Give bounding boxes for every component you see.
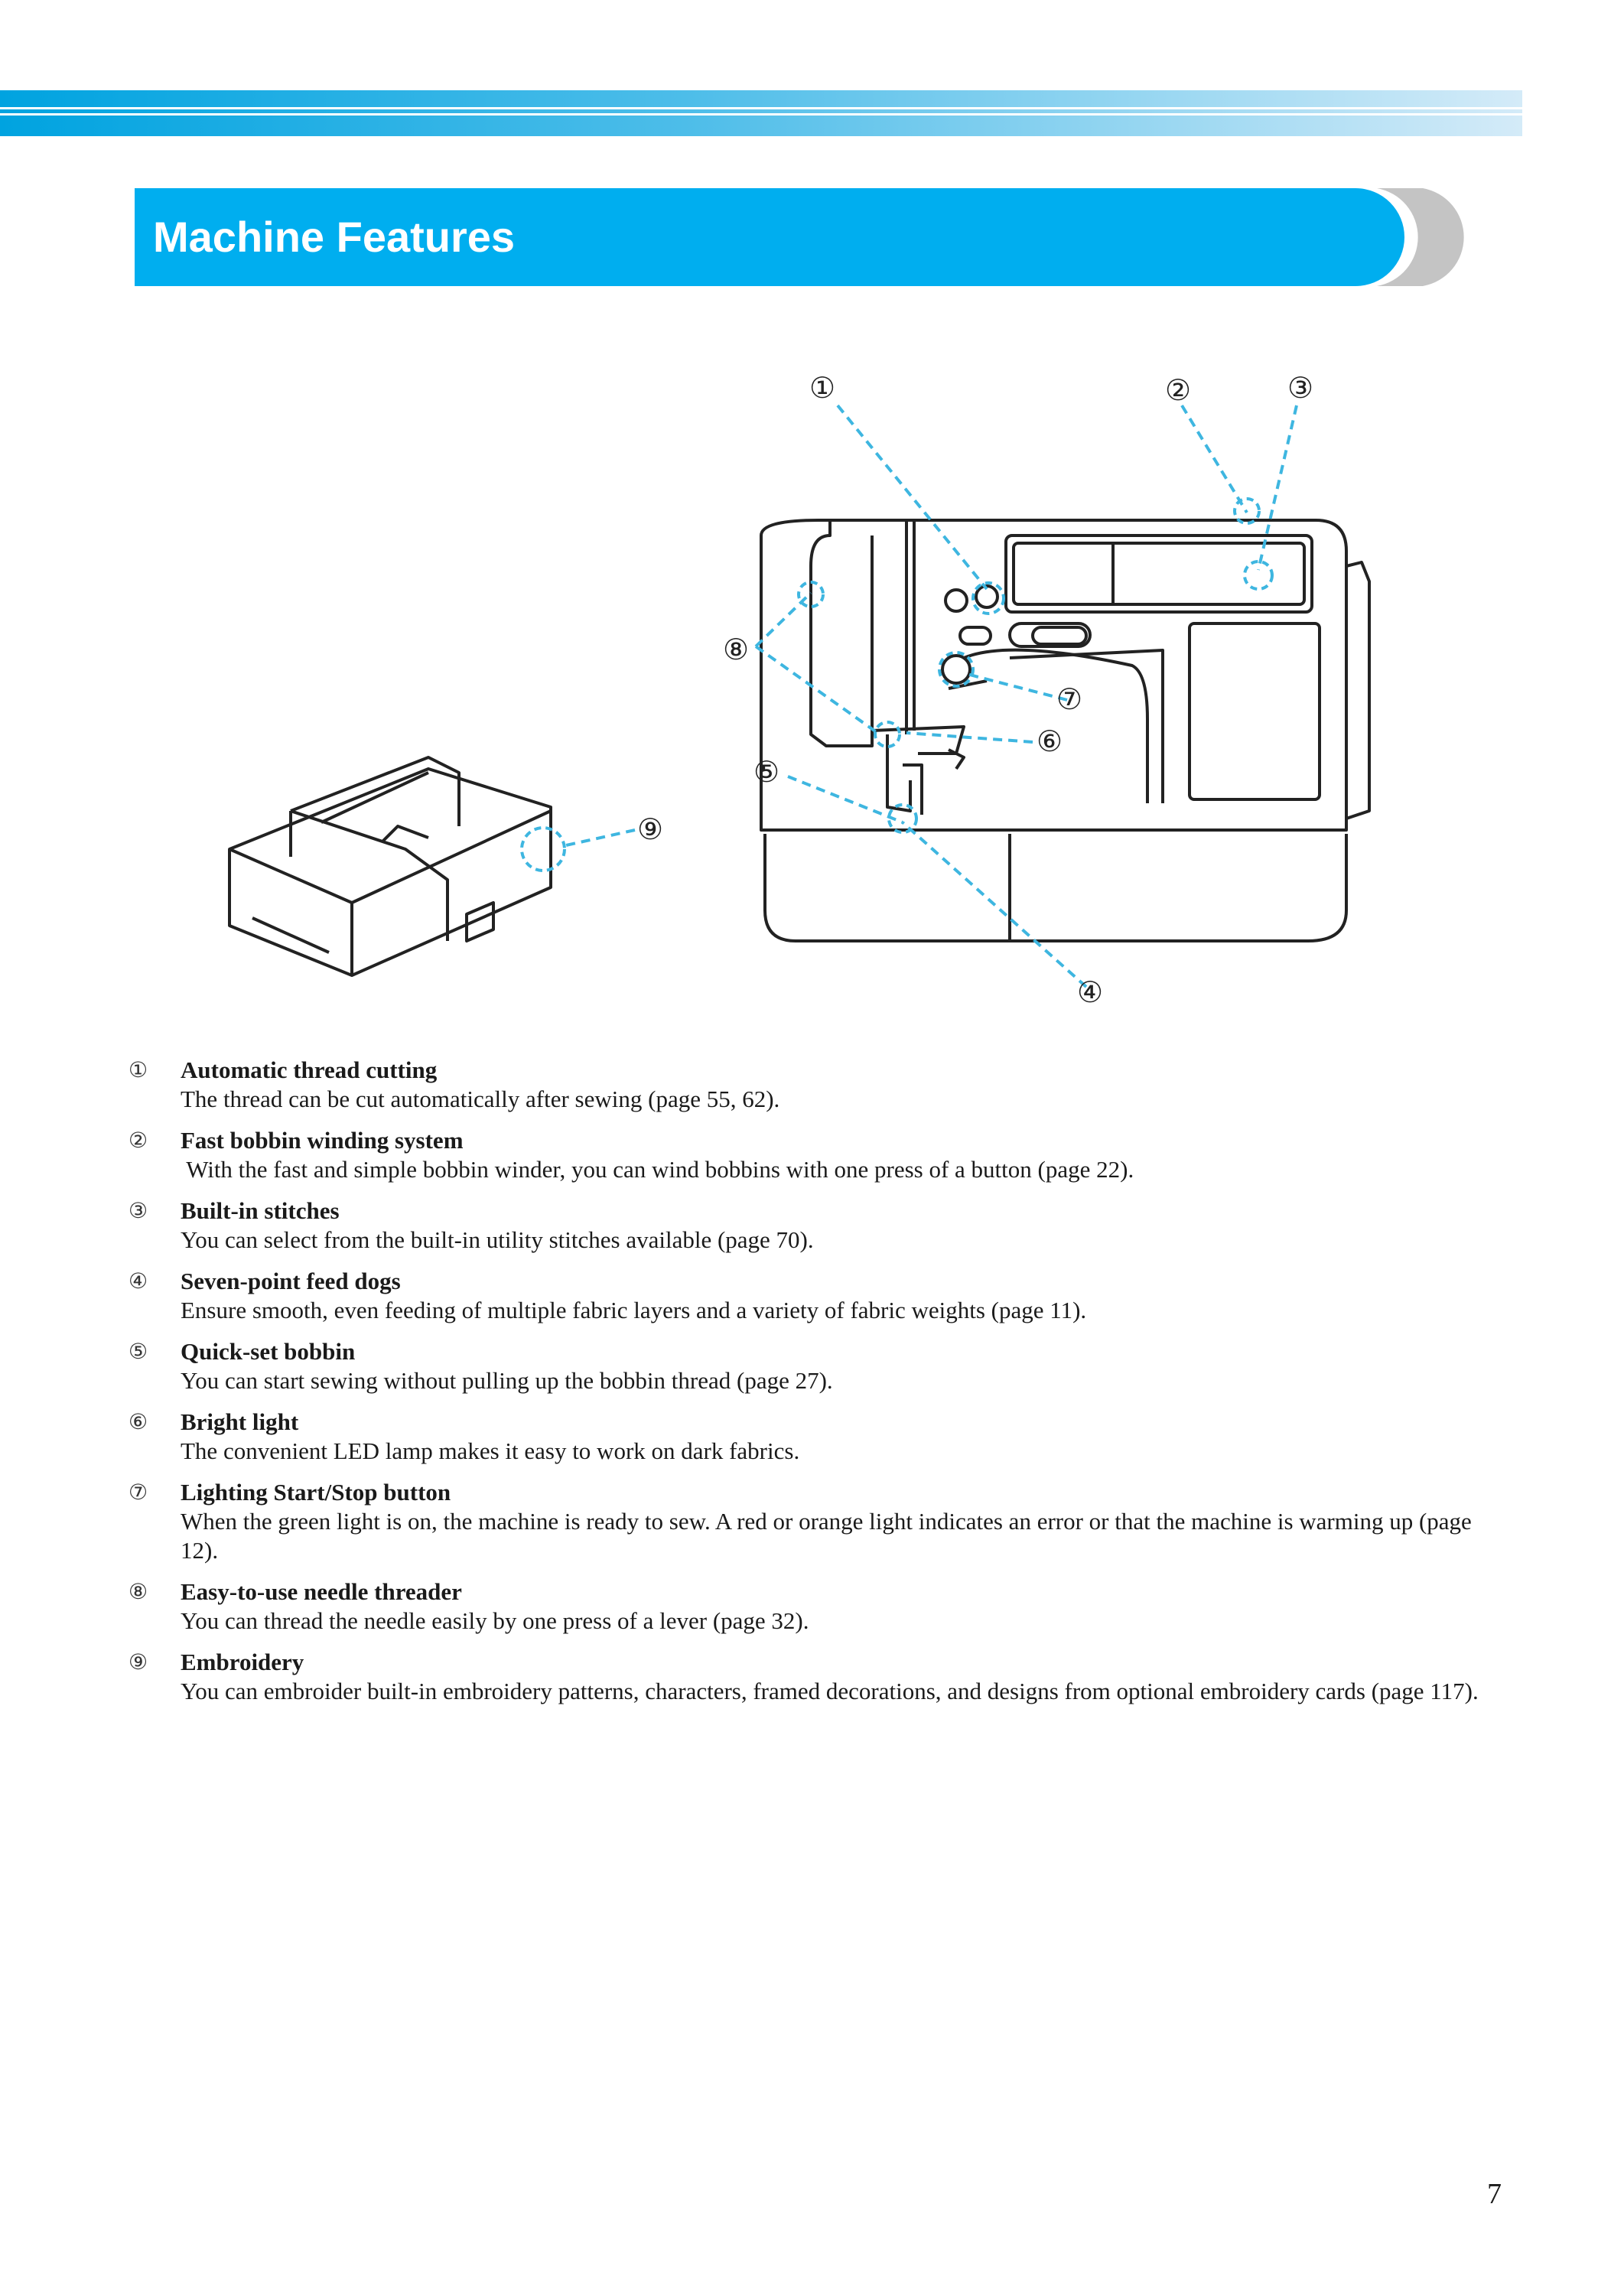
callout-1: ① <box>809 371 835 405</box>
item-description: When the green light is on, the machine … <box>181 1508 1472 1564</box>
callout-3: ③ <box>1287 371 1313 405</box>
item-number: ⑤ <box>129 1339 148 1364</box>
list-item: ⑤ Quick-set bobbin You can start sewing … <box>129 1337 1505 1395</box>
callout-5: ⑤ <box>753 755 779 789</box>
page-number: 7 <box>1487 2178 1502 2210</box>
item-title: Seven-point feed dogs <box>181 1268 401 1294</box>
item-description: You can start sewing without pulling up … <box>181 1367 833 1394</box>
callout-9: ⑨ <box>637 812 663 846</box>
item-title: Built-in stitches <box>181 1197 340 1224</box>
item-description: Ensure smooth, even feeding of multiple … <box>181 1297 1087 1323</box>
callout-4: ④ <box>1077 975 1103 1009</box>
item-number: ⑦ <box>129 1480 148 1505</box>
item-description: You can embroider built-in embroidery pa… <box>181 1678 1479 1704</box>
list-item: ⑨ Embroidery You can embroider built-in … <box>129 1648 1505 1706</box>
item-description: You can select from the built-in utility… <box>181 1226 814 1253</box>
callout-rings <box>520 497 1274 872</box>
item-number: ⑥ <box>129 1409 148 1434</box>
list-item: ① Automatic thread cutting The thread ca… <box>129 1056 1505 1114</box>
item-title: Fast bobbin winding system <box>181 1127 464 1154</box>
item-number: ④ <box>129 1268 148 1294</box>
callout-6: ⑥ <box>1037 724 1063 758</box>
feature-list: ① Automatic thread cutting The thread ca… <box>129 1056 1505 1718</box>
callout-7: ⑦ <box>1056 682 1082 716</box>
list-item: ⑦ Lighting Start/Stop button When the gr… <box>129 1478 1505 1565</box>
item-description: You can thread the needle easily by one … <box>181 1607 809 1634</box>
sewing-machine-drawing <box>760 519 1371 942</box>
callout-8: ⑧ <box>723 633 749 666</box>
item-number: ⑨ <box>129 1649 148 1675</box>
item-number: ③ <box>129 1198 148 1223</box>
list-item: ⑥ Bright light The convenient LED lamp m… <box>129 1408 1505 1466</box>
page-title: Machine Features <box>153 213 516 261</box>
item-description: The convenient LED lamp makes it easy to… <box>181 1437 800 1464</box>
item-title: Lighting Start/Stop button <box>181 1479 451 1506</box>
machine-illustration: ① ② ③ ④ ⑤ ⑥ ⑦ ⑧ ⑨ <box>228 371 1371 1009</box>
item-title: Automatic thread cutting <box>181 1056 438 1083</box>
item-number: ⑧ <box>129 1579 148 1604</box>
item-number: ② <box>129 1128 148 1153</box>
callout-lines <box>565 404 1298 988</box>
title-banner: Machine Features <box>135 188 1404 286</box>
header-band <box>0 90 1522 136</box>
list-item: ④ Seven-point feed dogs Ensure smooth, e… <box>129 1267 1505 1325</box>
list-item: ② Fast bobbin winding system With the fa… <box>129 1126 1505 1184</box>
item-title: Easy-to-use needle threader <box>181 1578 462 1605</box>
item-title: Quick-set bobbin <box>181 1338 356 1365</box>
item-description: With the fast and simple bobbin winder, … <box>181 1156 1134 1183</box>
list-item: ⑧ Easy-to-use needle threader You can th… <box>129 1577 1505 1636</box>
callout-2: ② <box>1165 373 1191 407</box>
embroidery-unit-drawing <box>228 756 552 977</box>
list-item: ③ Built-in stitches You can select from … <box>129 1196 1505 1255</box>
callout-numbers: ① ② ③ ④ ⑤ ⑥ ⑦ ⑧ ⑨ <box>637 371 1313 1009</box>
item-number: ① <box>129 1057 148 1082</box>
item-title: Bright light <box>181 1408 299 1435</box>
item-description: The thread can be cut automatically afte… <box>181 1086 780 1112</box>
banner-chevron-decoration <box>1377 188 1464 286</box>
item-title: Embroidery <box>181 1649 304 1675</box>
